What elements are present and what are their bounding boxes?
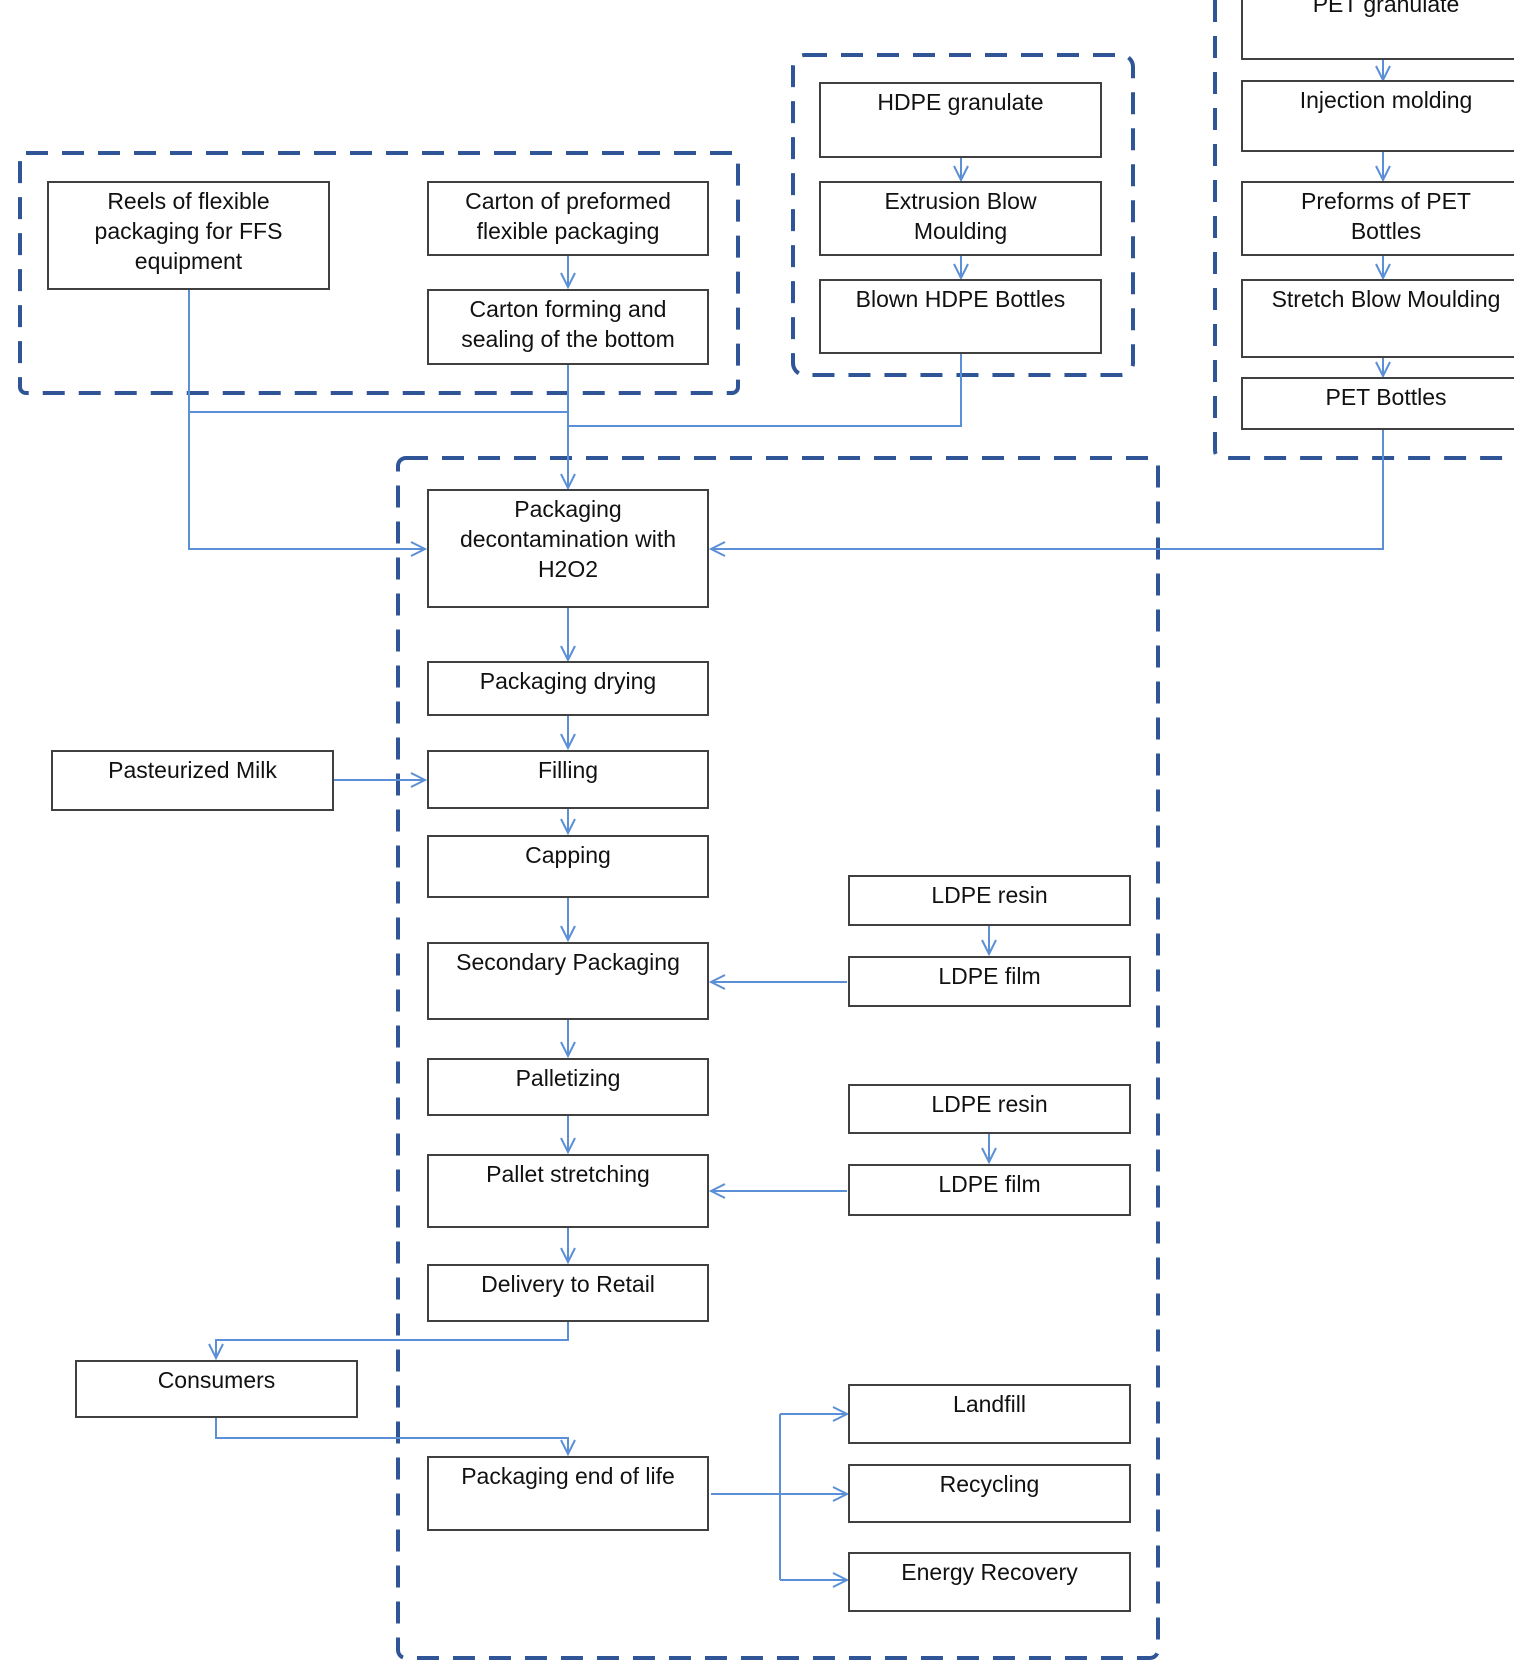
group-frame-flexible	[18, 151, 740, 395]
node-filling: Filling	[427, 750, 709, 809]
node-packaging-drying: Packaging drying	[427, 661, 709, 716]
node-reels-flexible-packaging: Reels of flexible packaging for FFS equi…	[47, 181, 330, 290]
node-pet-granulate: PET granulate	[1241, 0, 1514, 60]
group-frame-hdpe	[791, 53, 1135, 377]
node-energy-recovery: Energy Recovery	[848, 1552, 1131, 1612]
node-pallet-stretching: Pallet stretching	[427, 1154, 709, 1228]
node-stretch-blow-moulding: Stretch Blow Moulding	[1241, 279, 1514, 358]
node-packaging-end-of-life: Packaging end of life	[427, 1456, 709, 1531]
node-ldpe-film-1: LDPE film	[848, 956, 1131, 1007]
node-ldpe-resin-1: LDPE resin	[848, 875, 1131, 926]
arrow-consumers-to-end-of-life	[215, 1418, 576, 1457]
node-palletizing: Palletizing	[427, 1058, 709, 1116]
line-blown-hdpe-to-main	[568, 354, 962, 427]
node-blown-hdpe-bottles: Blown HDPE Bottles	[819, 279, 1102, 354]
arrow-delivery-to-consumers	[208, 1322, 569, 1361]
node-ldpe-resin-2: LDPE resin	[848, 1084, 1131, 1134]
node-recycling: Recycling	[848, 1464, 1131, 1523]
node-injection-molding: Injection molding	[1241, 80, 1514, 152]
node-carton-forming-sealing: Carton forming and sealing of the bottom	[427, 289, 709, 365]
node-capping: Capping	[427, 835, 709, 898]
arrow-pet-bottles-to-decontamination	[708, 430, 1384, 557]
arrow-reels-to-decontamination	[188, 290, 428, 557]
node-delivery-to-retail: Delivery to Retail	[427, 1264, 709, 1322]
group-frame-filling-line	[396, 456, 1160, 1660]
group-frame-pet	[1213, 0, 1514, 460]
line-carton-forming-to-main	[189, 365, 569, 413]
node-extrusion-blow-moulding: Extrusion Blow Moulding	[819, 181, 1102, 256]
node-pasteurized-milk: Pasteurized Milk	[51, 750, 334, 811]
node-pet-bottles: PET Bottles	[1241, 377, 1514, 430]
node-landfill: Landfill	[848, 1384, 1131, 1444]
node-secondary-packaging: Secondary Packaging	[427, 942, 709, 1020]
node-ldpe-film-2: LDPE film	[848, 1164, 1131, 1216]
node-consumers: Consumers	[75, 1360, 358, 1418]
node-packaging-decontamination: Packaging decontamination with H2O2	[427, 489, 709, 608]
node-carton-preformed: Carton of preformed flexible packaging	[427, 181, 709, 256]
node-preforms-pet-bottles: Preforms of PET Bottles	[1241, 181, 1514, 256]
node-hdpe-granulate: HDPE granulate	[819, 82, 1102, 158]
